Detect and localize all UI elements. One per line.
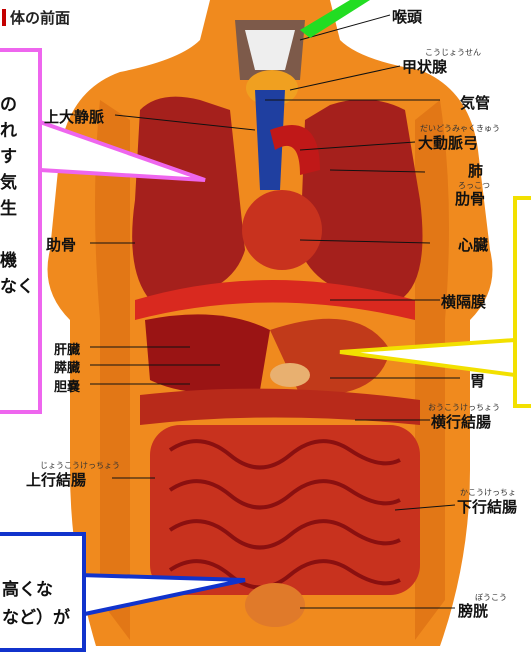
- blue-line: など）が: [2, 604, 82, 632]
- figure-title: 体の前面: [2, 6, 70, 28]
- pink-callout: の れ す 気 生 機 なく: [0, 48, 42, 414]
- bladder-shape: [245, 583, 305, 627]
- pink-line: れ: [0, 118, 38, 144]
- pink-line: 生: [0, 196, 38, 222]
- blue-line: 高くな: [2, 576, 82, 604]
- label-stomach: 胃: [470, 370, 485, 391]
- pink-line: [0, 222, 38, 248]
- label-trachea: 気管: [460, 92, 490, 113]
- liver-shape: [145, 314, 270, 393]
- label-lung: 肺: [468, 160, 483, 181]
- label-heart: 心臓: [458, 234, 488, 255]
- pink-line: す: [0, 144, 38, 170]
- label-svc: 上大静脈: [44, 106, 104, 127]
- label-diaphragm: 横隔膜: [441, 291, 486, 312]
- torso-shading: [95, 100, 130, 640]
- right-lung-shape: [300, 100, 423, 300]
- figure-title-text: 体の前面: [10, 7, 70, 28]
- pink-line: なく: [0, 274, 38, 300]
- label-thyroid: 甲状腺: [402, 56, 447, 77]
- heart-shape: [242, 190, 322, 270]
- label-rib-left: 助骨: [46, 234, 76, 255]
- label-gallbladder: 胆嚢: [54, 376, 80, 395]
- label-pancreas: 膵臓: [54, 357, 80, 376]
- label-throat: 喉頭: [392, 6, 422, 27]
- intestines-shape: [150, 425, 420, 595]
- pink-line: の: [0, 92, 38, 118]
- pink-line: 機: [0, 248, 38, 274]
- label-descending-colon: 下行結腸: [457, 496, 517, 517]
- label-transverse-colon: 横行結腸: [431, 411, 491, 432]
- label-ascending-colon: 上行結腸: [26, 469, 86, 490]
- label-aorta: 大動脈弓: [418, 132, 478, 153]
- label-rib-right: 肋骨: [455, 188, 485, 209]
- title-bar: [2, 9, 6, 26]
- label-liver: 肝臓: [54, 339, 80, 358]
- yellow-callout: [513, 196, 531, 408]
- blue-callout: 高くな など）が: [0, 532, 86, 652]
- pink-line: 気: [0, 170, 38, 196]
- label-bladder: 膀胱: [458, 600, 488, 621]
